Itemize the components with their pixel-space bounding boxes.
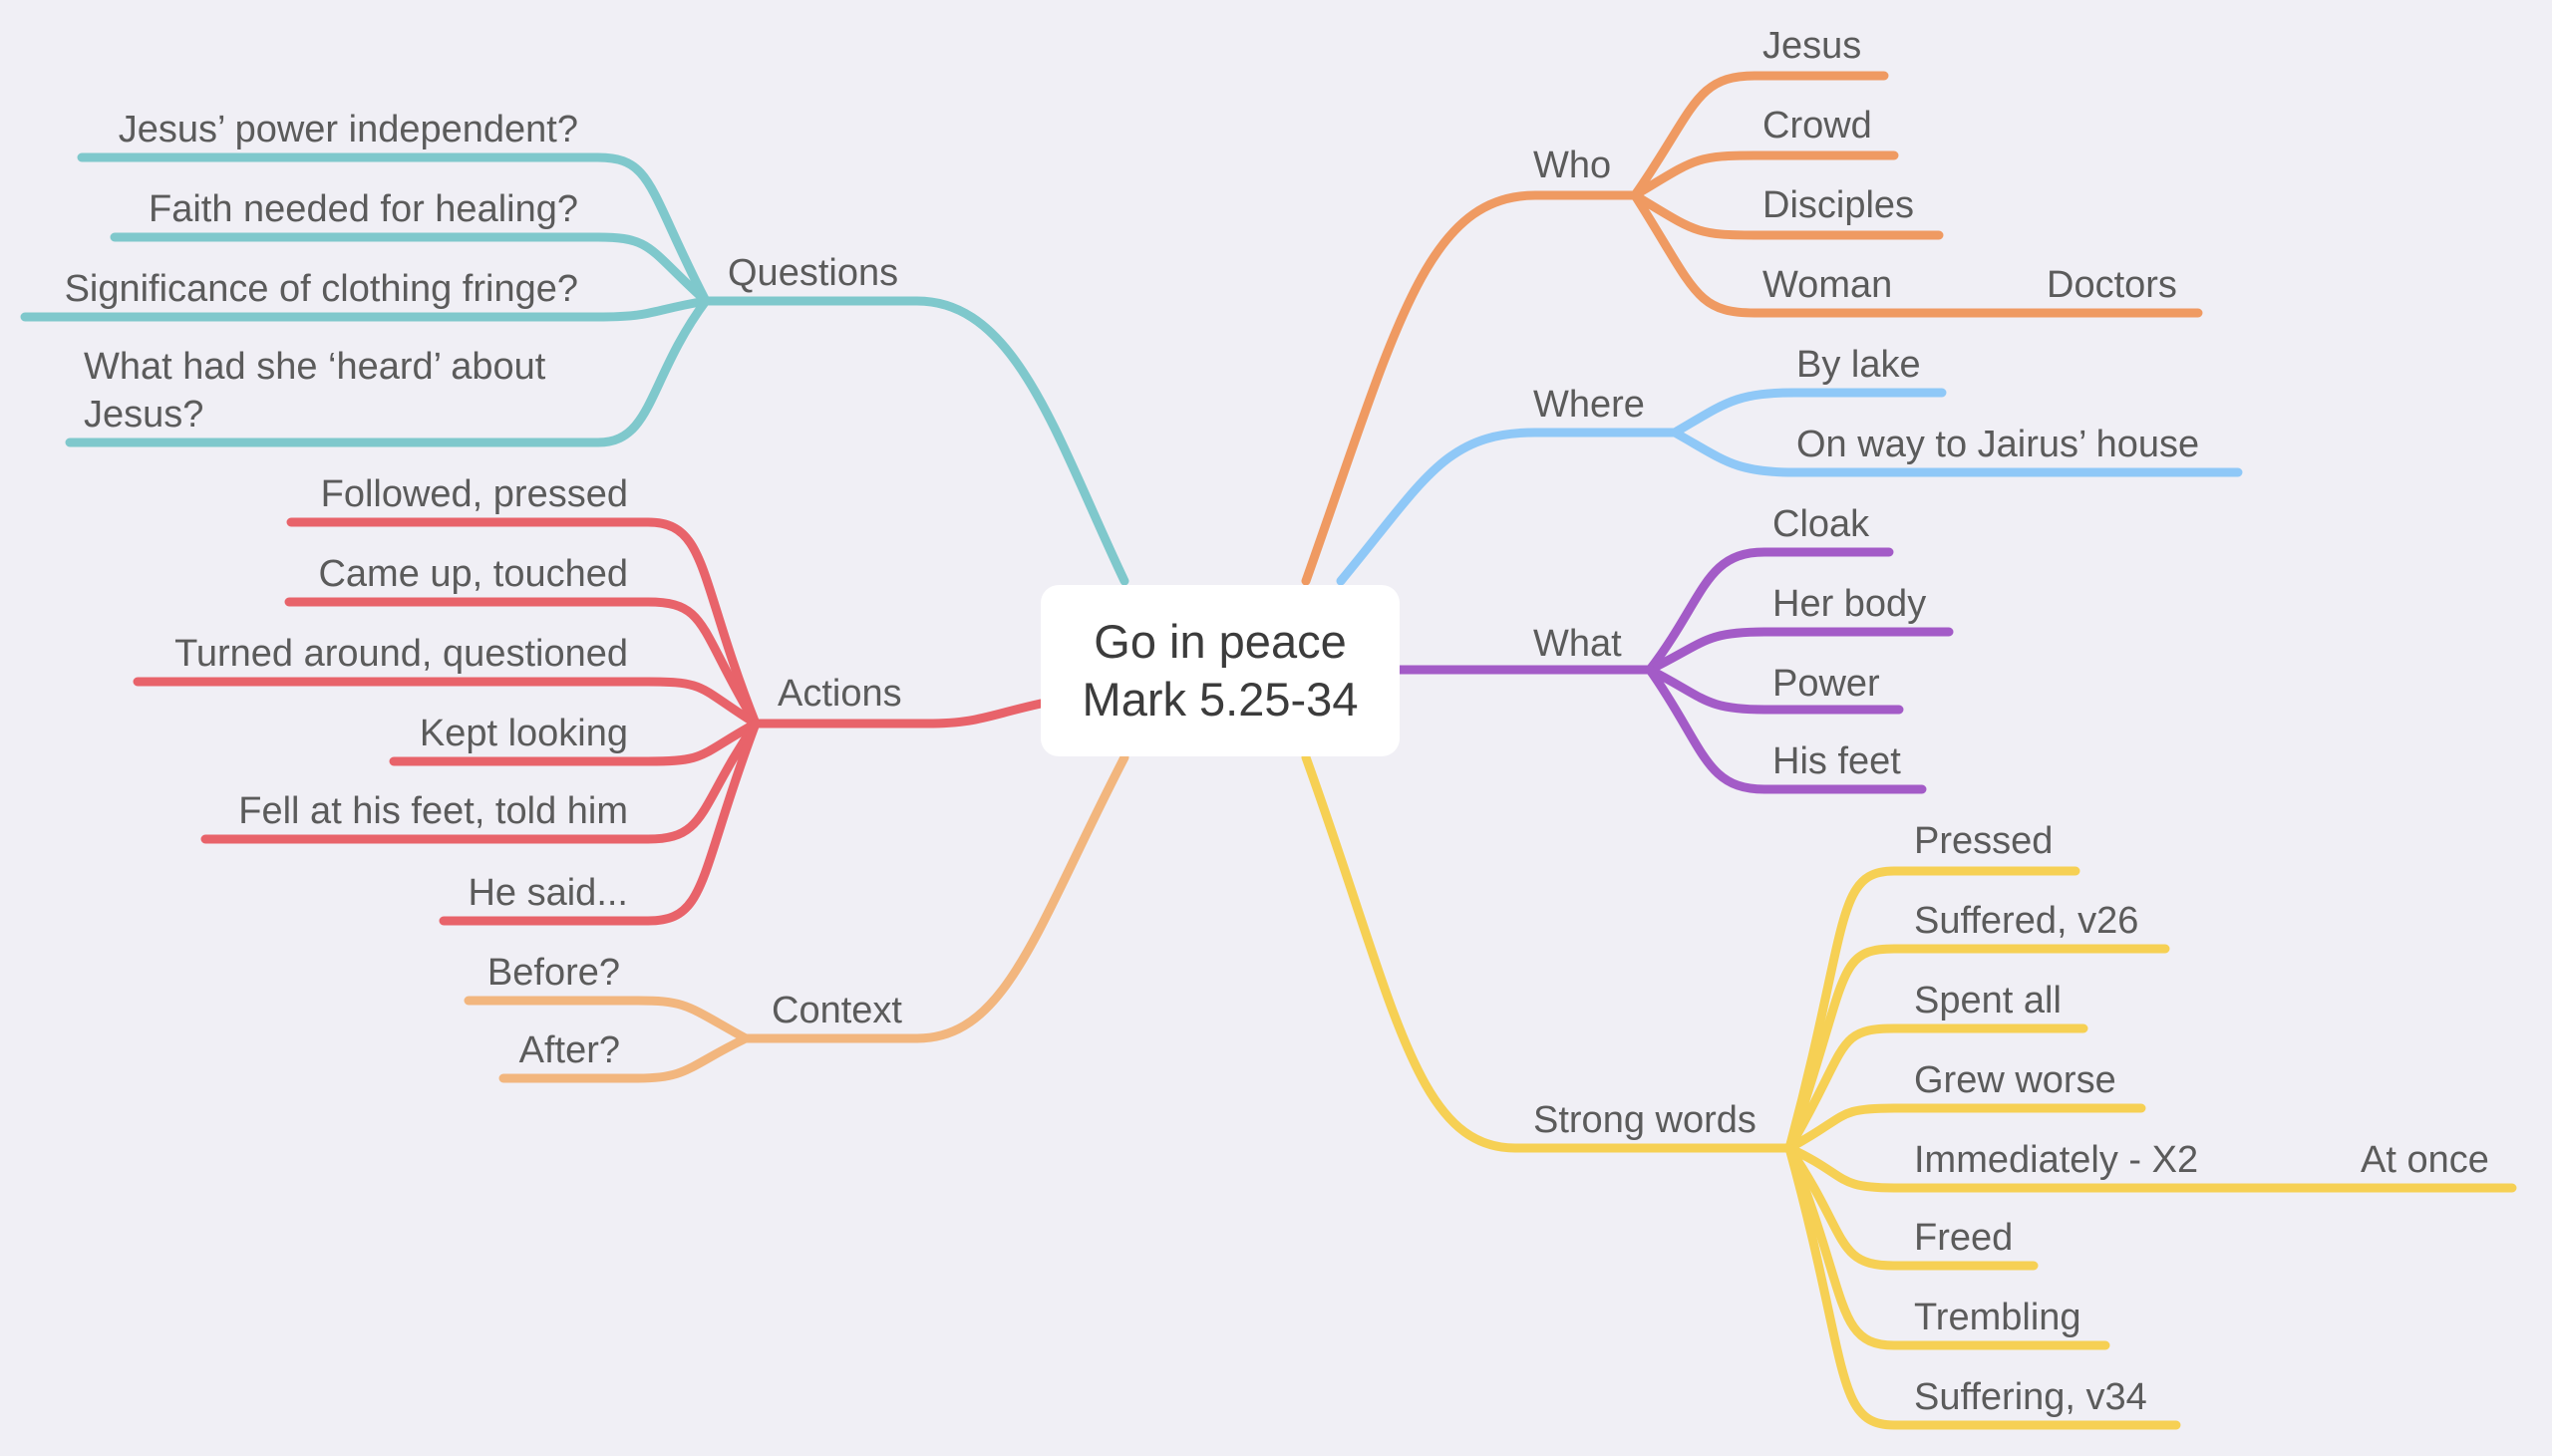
strong-item-trembling[interactable]: Trembling (1914, 1297, 2081, 1338)
branch-questions-connectors (20, 152, 1129, 586)
what-item-her-body[interactable]: Her body (1772, 583, 1927, 625)
connector-actions-kept-looking (389, 719, 761, 766)
who-item-jesus[interactable]: Jesus (1762, 25, 1862, 67)
central-topic-reference: Mark 5.25-34 (1082, 673, 1359, 726)
central-topic-title: Go in peace (1094, 615, 1347, 668)
connector-who-disciples (1630, 190, 1944, 240)
connector-questions-faith (110, 232, 711, 306)
branch-actions-connectors (133, 517, 1046, 926)
connector-who-crowd (1630, 150, 1899, 200)
connector-what-her-body (1645, 627, 1954, 675)
connector-central-actions (751, 699, 1046, 728)
strong-immediately-at-once[interactable]: At once (2361, 1139, 2489, 1181)
central-topic[interactable]: Go in peace Mark 5.25-34 (1041, 585, 1400, 756)
questions-item-what-heard[interactable]: What had she ‘heard’ about Jesus? (84, 346, 546, 436)
questions-item-faith-needed[interactable]: Faith needed for healing? (149, 188, 578, 230)
connector-who-woman (1630, 190, 2203, 318)
strong-item-suffered[interactable]: Suffered, v26 (1914, 900, 2139, 942)
actions-item-he-said[interactable]: He said... (468, 872, 628, 914)
branch-who-label[interactable]: Who (1533, 145, 1612, 186)
connector-who-jesus (1630, 71, 1889, 200)
connector-strong-spent-all (1784, 1023, 2088, 1153)
connector-actions-fell (200, 719, 761, 844)
strong-item-grew-worse[interactable]: Grew worse (1914, 1059, 2116, 1101)
connector-actions-he-said (439, 719, 761, 926)
strong-item-suffering[interactable]: Suffering, v34 (1914, 1376, 2147, 1418)
who-item-woman[interactable]: Woman (1762, 264, 1893, 306)
branch-where-connectors (1336, 388, 2243, 586)
branch-where-label[interactable]: Where (1533, 384, 1645, 426)
strong-item-pressed[interactable]: Pressed (1914, 820, 2054, 862)
connector-strong-suffered (1784, 944, 2170, 1153)
who-woman-doctors[interactable]: Doctors (2047, 264, 2177, 306)
branch-context-label[interactable]: Context (772, 990, 902, 1031)
branch-strong-connectors (1301, 752, 2517, 1430)
branch-strong-words-label[interactable]: Strong words (1533, 1099, 1756, 1141)
where-item-jairus-house[interactable]: On way to Jairus’ house (1796, 424, 2200, 465)
branch-context-connectors (464, 752, 1129, 1083)
actions-item-came-up[interactable]: Came up, touched (318, 553, 628, 595)
actions-item-followed[interactable]: Followed, pressed (320, 473, 628, 515)
context-item-after[interactable]: After? (518, 1029, 620, 1071)
connector-strong-trembling (1784, 1143, 2110, 1350)
connector-strong-freed (1784, 1143, 2039, 1271)
strong-item-spent-all[interactable]: Spent all (1914, 980, 2062, 1021)
branch-questions-label[interactable]: Questions (728, 252, 899, 294)
branch-what-connectors (1395, 547, 1954, 794)
connector-actions-turned (133, 677, 761, 728)
what-item-cloak[interactable]: Cloak (1772, 503, 1870, 545)
connector-context-after (498, 1033, 751, 1083)
branch-who-connectors (1301, 71, 2203, 586)
connector-central-who (1301, 190, 1640, 586)
connector-questions-power (77, 152, 711, 306)
branch-actions-label[interactable]: Actions (778, 673, 902, 715)
actions-item-kept-looking[interactable]: Kept looking (419, 713, 628, 754)
connector-strong-pressed (1784, 866, 2080, 1153)
connector-what-cloak (1645, 547, 1894, 675)
what-item-his-feet[interactable]: His feet (1772, 740, 1901, 782)
connector-strong-suffering (1784, 1143, 2181, 1430)
who-item-crowd[interactable]: Crowd (1762, 105, 1872, 146)
actions-item-turned-around[interactable]: Turned around, questioned (174, 633, 628, 675)
actions-item-fell-at-feet[interactable]: Fell at his feet, told him (238, 790, 628, 832)
connector-central-questions (701, 296, 1129, 586)
connector-central-where (1336, 428, 1680, 586)
questions-item-clothing-fringe[interactable]: Significance of clothing fringe? (64, 268, 578, 310)
branch-what-label[interactable]: What (1533, 623, 1622, 665)
connector-context-before (464, 996, 751, 1043)
where-item-by-lake[interactable]: By lake (1796, 344, 1921, 386)
connector-questions-fringe (20, 296, 711, 322)
questions-item-power-independent[interactable]: Jesus’ power independent? (118, 109, 578, 150)
connector-actions-followed (286, 517, 761, 728)
strong-item-immediately[interactable]: Immediately - X2 (1914, 1139, 2199, 1181)
connector-strong-grew-worse (1784, 1103, 2146, 1153)
connector-what-power (1645, 665, 1904, 715)
connector-what-his-feet (1645, 665, 1927, 794)
what-item-power[interactable]: Power (1772, 663, 1880, 705)
context-item-before[interactable]: Before? (486, 952, 620, 994)
who-item-disciples[interactable]: Disciples (1762, 184, 1915, 226)
connector-questions-heard (65, 296, 711, 447)
connector-where-jairus (1670, 428, 2243, 477)
connector-where-by-lake (1670, 388, 1947, 437)
strong-item-freed[interactable]: Freed (1914, 1217, 2014, 1259)
connector-strong-immediately (1784, 1143, 2517, 1193)
connector-actions-came-up (284, 597, 761, 728)
connector-central-context (741, 752, 1129, 1043)
connector-central-strong (1301, 752, 1794, 1153)
